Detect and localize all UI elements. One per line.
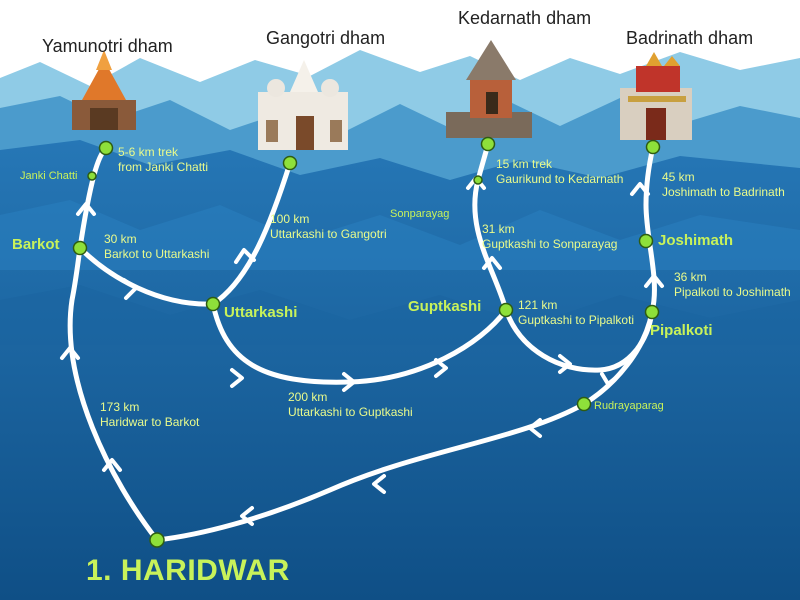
arrow-left-return-c xyxy=(240,506,254,526)
route-label-uttarkashi-guptkashi: 200 km Uttarkashi to Guptkashi xyxy=(288,390,413,420)
town-label-sonparayag: Sonparayag xyxy=(390,208,450,220)
arrow-up-pipalkoti-joshimath xyxy=(644,274,664,288)
marker-kedarnath[interactable] xyxy=(480,136,496,152)
marker-gangotri[interactable] xyxy=(282,155,298,171)
arrow-right-barkot-uttarkashi xyxy=(122,278,138,300)
kedarnath-temple-illustration xyxy=(446,40,532,138)
route-label-guptkashi-pipalkoti: 121 km Guptkashi to Pipalkoti xyxy=(518,298,634,328)
route-distance: 36 km xyxy=(674,270,707,284)
route-distance: 200 km xyxy=(288,390,328,404)
route-path: Gaurikund to Kedarnath xyxy=(496,172,624,186)
arrow-right-guptkashi-pipalkoti xyxy=(558,354,572,374)
route-distance: 45 km xyxy=(662,170,695,184)
dham-label-yamunotri: Yamunotri dham xyxy=(42,36,173,56)
town-label-uttarkashi: Uttarkashi xyxy=(224,304,298,321)
route-distance: 15 km trek xyxy=(496,157,553,171)
marker-guptkashi[interactable] xyxy=(498,302,514,318)
route-label-haridwar-barkot: 173 km Haridwar to Barkot xyxy=(100,400,199,430)
route-path: Haridwar to Barkot xyxy=(100,415,200,429)
direction-arrows xyxy=(60,176,664,526)
wave-band-upper xyxy=(0,200,800,270)
town-label-pipalkoti: Pipalkoti xyxy=(650,322,713,339)
route-line-pipalkoti-rudraprayag-haridwar xyxy=(154,309,655,543)
start-label-haridwar: 1. HARIDWAR xyxy=(86,554,290,587)
route-distance: 30 km xyxy=(104,232,137,246)
arrow-up-barkot-yamunotri xyxy=(76,202,96,216)
route-distance: 31 km xyxy=(482,222,515,236)
marker-sonparayag[interactable] xyxy=(473,175,483,185)
marker-janki-chatti[interactable] xyxy=(87,171,97,181)
stop-markers xyxy=(72,136,661,548)
route-label-pipalkoti-joshimath: 36 km Pipalkoti to Joshimath xyxy=(674,270,791,300)
arrow-right-uttarkashi-guptkashi-a xyxy=(230,368,244,388)
arrow-up-guptkashi-kedarnath-a xyxy=(482,256,502,270)
marker-joshimath[interactable] xyxy=(638,233,654,249)
route-line-uttarkashi-guptkashi xyxy=(210,301,509,385)
arrow-up-haridwar-barkot-upper xyxy=(60,346,80,360)
route-line-guptkashi-sonparayag-kedarnath xyxy=(472,141,509,313)
route-label-kedarnath-trek: 15 km trek Gaurikund to Kedarnath xyxy=(496,157,623,187)
route-path: Pipalkoti to Joshimath xyxy=(674,285,791,299)
marker-pipalkoti[interactable] xyxy=(644,304,660,320)
town-label-joshimath: Joshimath xyxy=(658,232,734,249)
route-distance: 173 km xyxy=(100,400,140,414)
arrow-right-uttarkashi-guptkashi-c xyxy=(434,358,448,378)
route-label-guptkashi-sonparayag: 31 km Guptkashi to Sonparayag xyxy=(482,222,617,252)
marker-uttarkashi[interactable] xyxy=(205,296,221,312)
route-path: Joshimath to Badrinath xyxy=(662,185,785,199)
route-distance: 100 km xyxy=(270,212,310,226)
arrow-up-uttarkashi-gangotri xyxy=(234,248,256,264)
wave-band-lower xyxy=(0,285,800,345)
yamunotri-temple-illustration xyxy=(72,50,136,130)
route-line-pipalkoti-joshimath-badrinath xyxy=(643,144,657,315)
arrow-left-return-b xyxy=(372,474,386,494)
dham-label-kedarnath: Kedarnath dham xyxy=(458,8,592,28)
route-distance: 5-6 km trek xyxy=(118,145,179,159)
town-label-janki-chatti: Janki Chatti xyxy=(20,170,78,182)
route-path: Uttarkashi to Gangotri xyxy=(270,227,387,241)
town-label-barkot: Barkot xyxy=(12,236,60,253)
arrow-left-return-a xyxy=(528,418,542,438)
route-label-yamunotri-trek: 5-6 km trek from Janki Chatti xyxy=(118,145,208,175)
marker-yamunotri[interactable] xyxy=(98,140,114,156)
arrow-down-rudraprayag xyxy=(600,372,620,386)
route-path: from Janki Chatti xyxy=(118,160,209,174)
arrow-up-joshimath-badrinath xyxy=(630,182,650,196)
marker-haridwar[interactable] xyxy=(149,532,165,548)
dham-label-gangotri: Gangotri dham xyxy=(266,28,386,48)
route-path: Uttarkashi to Guptkashi xyxy=(288,405,413,419)
route-path: Barkot to Uttarkashi xyxy=(104,247,210,261)
arrow-right-uttarkashi-guptkashi-b xyxy=(342,372,356,392)
route-label-barkot-uttarkashi: 30 km Barkot to Uttarkashi xyxy=(104,232,209,262)
marker-rudrayaparag[interactable] xyxy=(576,396,592,412)
badrinath-temple-illustration xyxy=(620,52,692,140)
gangotri-temple-illustration xyxy=(258,60,348,150)
marker-barkot[interactable] xyxy=(72,240,88,256)
route-line-uttarkashi-gangotri xyxy=(210,160,293,307)
town-label-rudrayaparag: Rudrayaparag xyxy=(594,400,664,412)
route-path: Guptkashi to Sonparayag xyxy=(482,237,618,251)
route-distance: 121 km xyxy=(518,298,558,312)
route-label-joshimath-badrinath: 45 km Joshimath to Badrinath xyxy=(662,170,785,200)
route-label-uttarkashi-gangotri: 100 km Uttarkashi to Gangotri xyxy=(270,212,387,242)
dham-label-badrinath: Badrinath dham xyxy=(626,28,754,48)
town-label-guptkashi: Guptkashi xyxy=(408,298,482,315)
arrow-up-haridwar-barkot-lower xyxy=(102,458,122,472)
marker-badrinath[interactable] xyxy=(645,139,661,155)
route-path: Guptkashi to Pipalkoti xyxy=(518,313,635,327)
